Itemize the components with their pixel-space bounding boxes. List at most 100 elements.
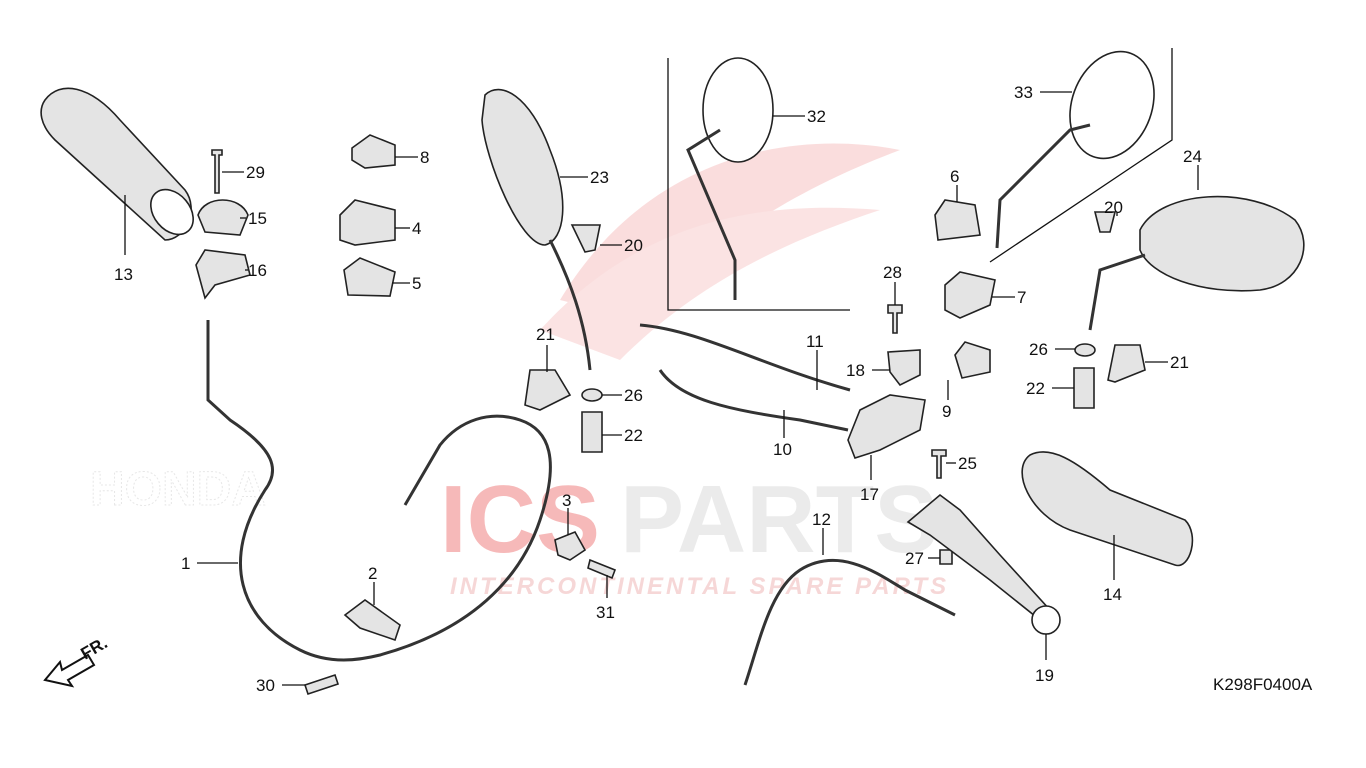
callout-26r: 26 bbox=[1029, 340, 1075, 359]
drawing-code: K298F0400A bbox=[1213, 675, 1313, 694]
callout-label[interactable]: 21 bbox=[536, 325, 555, 344]
callout-12: 12 bbox=[812, 510, 831, 555]
callout-label[interactable]: 21 bbox=[1170, 353, 1189, 372]
callout-label[interactable]: 32 bbox=[807, 107, 826, 126]
callout-3: 3 bbox=[562, 491, 571, 535]
callout-22r: 22 bbox=[1026, 379, 1074, 398]
callout-label[interactable]: 24 bbox=[1183, 147, 1202, 166]
callout-label[interactable]: 33 bbox=[1014, 83, 1033, 102]
callout-1: 1 bbox=[181, 554, 238, 573]
callout-6: 6 bbox=[950, 167, 959, 202]
right-grip-14 bbox=[1021, 451, 1194, 567]
callout-10: 10 bbox=[773, 410, 792, 459]
switch-6 bbox=[934, 199, 981, 241]
callout-25: 25 bbox=[946, 454, 977, 473]
holder-21-right bbox=[1107, 344, 1146, 383]
callout-label[interactable]: 4 bbox=[412, 219, 421, 238]
screw-29 bbox=[211, 149, 223, 194]
callout-label[interactable]: 16 bbox=[248, 261, 267, 280]
callout-13: 13 bbox=[114, 195, 133, 284]
throttle-housing-15 bbox=[197, 199, 249, 236]
adapter-22-left bbox=[581, 411, 603, 453]
callout-label[interactable]: 23 bbox=[590, 168, 609, 187]
callout-label[interactable]: 2 bbox=[368, 564, 377, 583]
switch-7 bbox=[944, 271, 996, 319]
callout-label[interactable]: 30 bbox=[256, 676, 275, 695]
callout-21r: 21 bbox=[1145, 353, 1189, 372]
callout-7: 7 bbox=[992, 288, 1026, 307]
mirror-33 bbox=[995, 50, 1155, 249]
watermark-ics: ICS bbox=[440, 466, 600, 573]
switch-assembly-17 bbox=[847, 394, 926, 459]
callout-28: 28 bbox=[883, 263, 902, 305]
callout-31: 31 bbox=[596, 575, 615, 622]
callout-label[interactable]: 31 bbox=[596, 603, 615, 622]
watermark-parts: PARTS bbox=[620, 466, 938, 573]
callout-label[interactable]: 6 bbox=[950, 167, 959, 186]
callout-27: 27 bbox=[905, 549, 940, 568]
callout-9: 9 bbox=[942, 380, 951, 421]
callout-label[interactable]: 14 bbox=[1103, 585, 1122, 604]
throttle-cable-1 bbox=[206, 320, 552, 662]
callout-label[interactable]: 28 bbox=[883, 263, 902, 282]
callout-label[interactable]: 15 bbox=[248, 209, 267, 228]
cap-20-left bbox=[570, 224, 601, 253]
callout-4: 4 bbox=[395, 219, 421, 238]
callout-label[interactable]: 5 bbox=[412, 274, 421, 293]
callout-32: 32 bbox=[773, 107, 826, 126]
callout-label[interactable]: 19 bbox=[1035, 666, 1054, 685]
callout-21: 21 bbox=[536, 325, 555, 372]
nut-26-left bbox=[581, 388, 603, 402]
throttle-housing-16 bbox=[195, 249, 251, 300]
watermark-tagline: INTERCONTINENTAL SPARE PARTS bbox=[450, 573, 949, 600]
switch-9 bbox=[954, 341, 991, 379]
callout-label[interactable]: 26 bbox=[624, 386, 643, 405]
wire-11 bbox=[639, 323, 851, 392]
front-direction-arrow: FR. bbox=[43, 633, 111, 688]
right-mirror-24 bbox=[1088, 195, 1305, 331]
switch-8 bbox=[351, 134, 396, 169]
clamp-3 bbox=[554, 530, 587, 561]
mirror-32 bbox=[686, 57, 774, 300]
callout-label[interactable]: 25 bbox=[958, 454, 977, 473]
callout-label[interactable]: 20 bbox=[1104, 198, 1123, 217]
callout-label[interactable]: 1 bbox=[181, 554, 190, 573]
switch-4 bbox=[339, 199, 396, 246]
callout-label[interactable]: 7 bbox=[1017, 288, 1026, 307]
bracket-2 bbox=[343, 599, 401, 642]
switch-5 bbox=[343, 257, 396, 297]
callout-24: 24 bbox=[1183, 147, 1202, 190]
callout-23: 23 bbox=[560, 168, 609, 187]
callout-label[interactable]: 29 bbox=[246, 163, 265, 182]
callout-11: 11 bbox=[806, 332, 824, 390]
callout-label[interactable]: 18 bbox=[846, 361, 865, 380]
holder-21-left bbox=[524, 369, 572, 411]
callout-label[interactable]: 10 bbox=[773, 440, 792, 459]
honda-logo-watermark: HONDA bbox=[90, 463, 266, 516]
callout-label[interactable]: 27 bbox=[905, 549, 924, 568]
callout-label[interactable]: 8 bbox=[420, 148, 429, 167]
callout-label[interactable]: 12 bbox=[812, 510, 831, 529]
callout-label[interactable]: 22 bbox=[624, 426, 643, 445]
callout-label[interactable]: 13 bbox=[114, 265, 133, 284]
mirror-group-frame-right bbox=[989, 48, 1173, 263]
wire-10 bbox=[658, 369, 849, 432]
callout-22: 22 bbox=[602, 426, 643, 445]
callout-label[interactable]: 20 bbox=[624, 236, 643, 255]
adapter-22-right bbox=[1073, 367, 1095, 409]
watermark: HONDA ICS PARTS INTERCONTINENTAL SPARE P… bbox=[90, 143, 949, 600]
callout-8: 8 bbox=[395, 148, 429, 167]
callout-label[interactable]: 3 bbox=[562, 491, 571, 510]
callout-16: 16 bbox=[245, 261, 267, 280]
callout-17: 17 bbox=[860, 455, 879, 504]
callout-label[interactable]: 22 bbox=[1026, 379, 1045, 398]
left-mirror-23 bbox=[481, 88, 592, 371]
bracket-18 bbox=[887, 349, 921, 387]
callout-33: 33 bbox=[1014, 83, 1072, 102]
callout-label[interactable]: 9 bbox=[942, 402, 951, 421]
callout-label[interactable]: 17 bbox=[860, 485, 879, 504]
callout-20r: 20 bbox=[1104, 198, 1123, 217]
callout-label[interactable]: 26 bbox=[1029, 340, 1048, 359]
callout-label[interactable]: 11 bbox=[806, 332, 824, 351]
